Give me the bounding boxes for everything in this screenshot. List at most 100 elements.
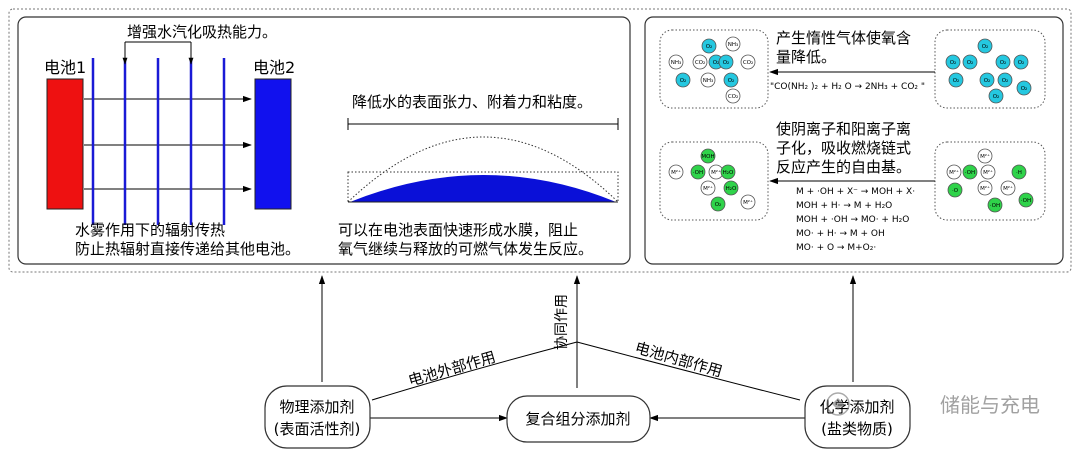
- molecule-label: O₂: [723, 60, 730, 66]
- molecule-circle: [962, 164, 978, 180]
- synergy-label: 协同作用: [554, 294, 570, 350]
- inert-text-line1: 产生惰性气体使氧含: [776, 29, 911, 47]
- reaction-1: M + ·OH + X⁻ → MOH + X·: [796, 187, 915, 197]
- molecule-label: M²⁺: [980, 153, 990, 160]
- radiation-text-line2: 防止热辐射直接传递给其他电池。: [75, 240, 300, 258]
- molecule-circle: [692, 54, 708, 70]
- molecule-circle: [980, 164, 996, 180]
- molecule-circle: [945, 54, 961, 70]
- molecule-circle: [946, 164, 962, 180]
- internal-action-label: 电池内部作用: [633, 339, 724, 381]
- molecule-circle: [988, 88, 1004, 104]
- molecule-label: M²⁺: [983, 169, 993, 176]
- molecule-circle: [723, 180, 739, 196]
- molecule-label: M²⁺: [711, 169, 721, 176]
- molecule-label: NH₃: [703, 78, 713, 84]
- molecule-circle: [725, 36, 741, 52]
- ion-text-line2: 子化，吸收燃烧链式: [776, 139, 911, 157]
- chemical-line1: 化学添加剂: [819, 398, 894, 416]
- molecule-circle: [700, 72, 716, 88]
- molecule-circle: [720, 164, 736, 180]
- molecule-label: O₂: [1021, 86, 1028, 92]
- physical-line2: (表面活性剂): [274, 420, 361, 438]
- molecule-circle: [700, 180, 716, 196]
- left-panel: 电池1 电池2 增强水汽化吸热能力。 水雾作用下的辐射传热 防止热辐射直接传递给…: [17, 16, 631, 265]
- molecule-label: ·OH: [693, 170, 703, 176]
- molecule-circle: [997, 72, 1013, 88]
- molecule-label: M²⁺: [671, 169, 681, 176]
- molecule-circle: [740, 54, 756, 70]
- molecule-circle: [1011, 164, 1027, 180]
- water-film: [350, 175, 616, 202]
- film-text-line1: 可以在电池表面快速形成水膜，阻止: [338, 221, 578, 239]
- internal-action-curve: [576, 341, 801, 401]
- molecule-label: O₂: [680, 78, 687, 84]
- molecule-label: H₂O: [723, 170, 734, 176]
- molecule-circle: [977, 148, 993, 164]
- molecule-label: O₂: [984, 78, 991, 84]
- watermark-logo-icon: [826, 392, 850, 416]
- molecule-label: NH₃: [671, 60, 681, 66]
- chemical-line2: (盐类物质): [821, 420, 893, 438]
- molecule-circle: [718, 54, 734, 70]
- molecule-box-1: [659, 29, 769, 109]
- external-action-curve: [371, 341, 578, 401]
- molecule-label: NH₃: [728, 42, 738, 48]
- molecule-circle: [690, 164, 706, 180]
- molecule-circle: [1018, 192, 1034, 208]
- chemical-additive-node: [804, 385, 911, 449]
- watermark: 储能与充电: [826, 392, 1040, 417]
- molecule-label: O₂: [993, 94, 1000, 100]
- molecule-circle: [668, 54, 684, 70]
- molecule-circle: [979, 72, 995, 88]
- molecule-label: M²⁺: [980, 185, 990, 192]
- urea-equation: "CO(NH₂ )₂ + H₂ O → 2NH₃ + CO₂ ": [770, 82, 925, 92]
- film-text-line2: 氧气继续与释放的可燃气体发生反应。: [338, 240, 593, 258]
- molecule-label: M²⁺: [743, 199, 753, 206]
- molecule-circle: [710, 196, 726, 212]
- molecule-circle: [1000, 180, 1016, 196]
- molecule-label: ·OH: [990, 203, 1000, 209]
- molecule-label: MOH: [701, 154, 714, 160]
- molecule-circle: [723, 72, 739, 88]
- molecule-circle: [668, 164, 684, 180]
- reaction-4: MO· + H· → M + OH: [796, 229, 885, 239]
- outer-dotted-frame: [8, 8, 1072, 273]
- molecule-circle: [1016, 80, 1032, 96]
- molecule-label: ·H: [1016, 170, 1022, 176]
- composite-additive-node: [506, 395, 651, 443]
- molecule-label: O₂: [1002, 78, 1009, 84]
- molecule-label: O₂: [967, 60, 974, 66]
- molecule-circle: [701, 38, 717, 54]
- molecule-circle: [947, 182, 963, 198]
- molecule-circle: [987, 197, 1003, 213]
- composite-label: 复合组分添加剂: [525, 410, 630, 428]
- molecule-label: O₂: [715, 202, 722, 208]
- watermark-logo-mark: [832, 398, 844, 410]
- molecule-label: M²⁺: [1003, 185, 1013, 192]
- molecule-label: O₂: [953, 78, 960, 84]
- molecule-label: M²⁺: [703, 185, 713, 192]
- molecule-circle: [962, 54, 978, 70]
- battery-1: [46, 78, 84, 210]
- physical-additive-node: [264, 385, 371, 449]
- reaction-3: MOH + ·OH → MO· + H₂O: [796, 215, 909, 225]
- molecule-label: ·OH: [1021, 198, 1031, 204]
- molecule-circle: [948, 72, 964, 88]
- molecule-circle: [700, 148, 716, 164]
- molecule-circle: [675, 72, 691, 88]
- radiation-text-line1: 水雾作用下的辐射传热: [75, 221, 225, 239]
- ion-text-line1: 使阴离子和阳离子离: [776, 120, 911, 138]
- molecule-circle: [1013, 54, 1029, 70]
- external-action-label: 电池外部作用: [406, 348, 497, 390]
- molecule-label: CO₂: [743, 60, 753, 66]
- molecule-box-3: [659, 141, 769, 221]
- molecule-label: O₂: [713, 60, 720, 66]
- bottom-flow: 物理添加剂 (表面活性剂) 复合组分添加剂 化学添加剂 (盐类物质) 电池外部作…: [264, 275, 1040, 449]
- battery-2-label: 电池2: [253, 58, 295, 77]
- reaction-5: MO· + O → M+O₂·: [796, 243, 876, 253]
